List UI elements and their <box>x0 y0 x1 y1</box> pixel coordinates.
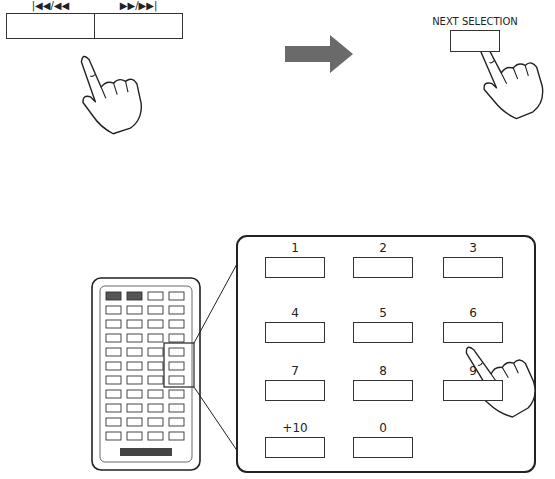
number-key: 3 <box>443 241 503 278</box>
key-label: ▶▶/▶▶| <box>120 0 158 12</box>
button-face <box>443 322 503 343</box>
button-face <box>443 257 503 278</box>
key-label: 6 <box>469 306 477 320</box>
key-label: 8 <box>379 364 387 378</box>
key-label: 3 <box>469 241 477 255</box>
button-face <box>94 13 183 39</box>
number-key: 5 <box>353 306 413 343</box>
button-face <box>353 380 413 401</box>
button-face <box>265 380 325 401</box>
button-face <box>265 437 325 458</box>
number-key: +10 <box>265 421 325 458</box>
button-face <box>443 380 503 401</box>
key-label: |◀◀/◀◀ <box>32 0 70 12</box>
button-face <box>265 322 325 343</box>
key-label: NEXT SELECTION <box>432 16 518 28</box>
control-button: |◀◀/◀◀ <box>6 0 95 39</box>
button-face <box>353 257 413 278</box>
control-button: NEXT SELECTION <box>420 16 530 52</box>
button-face <box>353 322 413 343</box>
button-face <box>6 13 95 39</box>
number-key: 8 <box>353 364 413 401</box>
key-label: 9 <box>469 364 477 378</box>
number-key: 1 <box>265 241 325 278</box>
keypad-panel <box>237 236 535 472</box>
button-face <box>265 257 325 278</box>
pointing-hand <box>70 44 150 140</box>
number-key: 4 <box>265 306 325 343</box>
button-face <box>450 30 500 52</box>
key-label: 7 <box>291 364 299 378</box>
remote-control <box>92 278 200 470</box>
number-key: 2 <box>353 241 413 278</box>
number-key: 0 <box>353 421 413 458</box>
direction-arrow <box>285 35 353 73</box>
number-key: 7 <box>265 364 325 401</box>
key-label: 0 <box>379 421 387 435</box>
key-label: 2 <box>379 241 387 255</box>
number-key: 9 <box>443 364 503 401</box>
key-label: +10 <box>282 421 307 435</box>
leader-line <box>194 262 238 343</box>
control-button: ▶▶/▶▶| <box>94 0 183 39</box>
button-face <box>353 437 413 458</box>
key-label: 4 <box>291 306 299 320</box>
key-label: 5 <box>379 306 387 320</box>
leader-line <box>194 387 238 452</box>
key-label: 1 <box>291 241 299 255</box>
number-key: 6 <box>443 306 503 343</box>
